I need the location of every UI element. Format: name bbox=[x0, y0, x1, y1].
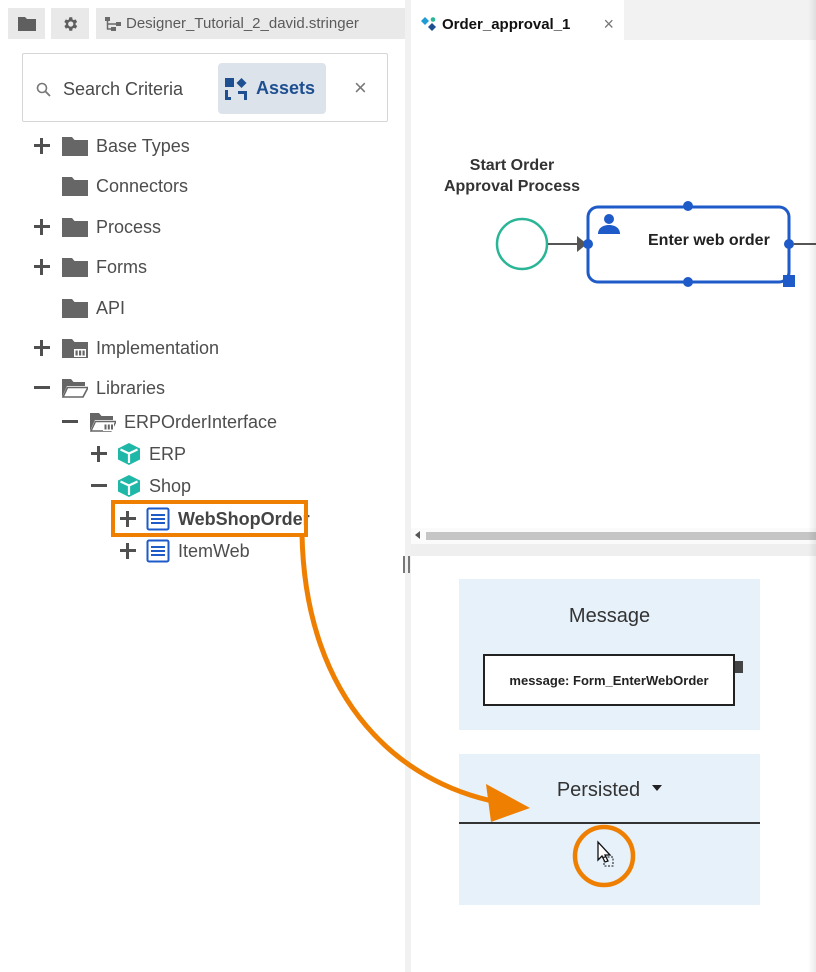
tree-item-label: API bbox=[96, 297, 126, 318]
start-event-label-line1: Start Order bbox=[469, 157, 555, 174]
expand-icon[interactable] bbox=[120, 543, 136, 559]
folder-icon bbox=[62, 217, 88, 237]
close-tab-icon[interactable]: × bbox=[603, 14, 614, 34]
expand-icon[interactable] bbox=[34, 340, 50, 356]
collapse-icon[interactable] bbox=[62, 414, 78, 430]
library-folder-icon bbox=[90, 412, 116, 432]
open-folder-icon bbox=[62, 378, 88, 398]
tree-item-label: Implementation bbox=[96, 337, 220, 358]
search-criteria-link[interactable]: Search Criteria bbox=[63, 79, 184, 99]
start-event-label-line2: Approval Process bbox=[443, 178, 581, 195]
highlight-frame bbox=[111, 500, 308, 537]
message-handle[interactable] bbox=[735, 661, 743, 673]
message-card: Message message: Form_EnterWebOrder bbox=[459, 579, 760, 730]
tree-item[interactable]: Forms bbox=[34, 254, 147, 280]
task-resize-handle[interactable] bbox=[783, 275, 795, 287]
tree-item-label: Shop bbox=[149, 475, 192, 496]
user-task-icon bbox=[598, 214, 620, 234]
tree-item-label: Forms bbox=[96, 256, 147, 277]
tree-item[interactable]: WebShopOrder bbox=[120, 506, 310, 532]
implementation-folder-icon bbox=[62, 338, 88, 358]
assets-button[interactable]: Assets bbox=[218, 63, 326, 114]
folder-icon bbox=[62, 298, 88, 318]
task-handle-top[interactable] bbox=[683, 201, 693, 211]
assets-icon bbox=[225, 77, 247, 100]
task-label: Enter web order bbox=[648, 232, 770, 249]
task-handle-left[interactable] bbox=[583, 239, 593, 249]
tree-item[interactable]: Connectors bbox=[34, 173, 188, 199]
task-handle-right[interactable] bbox=[784, 239, 794, 249]
folder-icon bbox=[62, 257, 88, 277]
task-handle-bottom[interactable] bbox=[683, 277, 693, 287]
tree-item[interactable]: ERPOrderInterface bbox=[62, 409, 277, 435]
tree-item[interactable]: Implementation bbox=[34, 335, 219, 361]
module-cube-icon bbox=[117, 474, 141, 498]
folder-icon bbox=[62, 136, 88, 156]
collapse-icon[interactable] bbox=[34, 380, 50, 396]
scroll-left-arrow[interactable] bbox=[415, 531, 420, 539]
tree-item-label: Base Types bbox=[96, 135, 190, 156]
gear-icon bbox=[64, 16, 78, 31]
expand-icon[interactable] bbox=[120, 511, 136, 527]
process-tree-icon bbox=[105, 16, 121, 31]
expand-icon[interactable] bbox=[34, 219, 50, 235]
module-cube-icon bbox=[117, 442, 141, 466]
panel-divider[interactable] bbox=[405, 0, 411, 972]
diagram-canvas[interactable] bbox=[411, 40, 816, 528]
tab-strip-background bbox=[624, 0, 816, 40]
tree-item-label: ERP bbox=[149, 443, 187, 464]
tree-item[interactable]: ERP bbox=[91, 441, 186, 467]
process-model-icon bbox=[421, 17, 436, 31]
expand-icon[interactable] bbox=[91, 446, 107, 462]
persisted-card: Persisted bbox=[459, 754, 760, 905]
tree-item-label: WebShopOrder bbox=[178, 508, 310, 529]
horizontal-scrollbar[interactable] bbox=[411, 528, 816, 544]
sequence-flow-arrowhead bbox=[577, 236, 587, 252]
data-object-icon bbox=[146, 507, 170, 531]
tree-item[interactable]: Process bbox=[34, 214, 161, 240]
persisted-dropdown[interactable]: Persisted bbox=[459, 779, 760, 802]
collapse-icon[interactable] bbox=[91, 478, 107, 494]
persisted-divider bbox=[459, 822, 760, 824]
tree-item[interactable]: Base Types bbox=[34, 133, 190, 159]
tree-item-label: ItemWeb bbox=[178, 540, 250, 561]
assets-button-label: Assets bbox=[256, 78, 316, 98]
search-icon bbox=[36, 82, 51, 97]
tree-item[interactable]: Shop bbox=[91, 473, 191, 499]
expand-icon[interactable] bbox=[34, 138, 50, 154]
horizontal-splitter[interactable] bbox=[411, 544, 816, 556]
folder-icon bbox=[62, 176, 88, 196]
tab-title: Order_approval_1 bbox=[442, 15, 571, 33]
tree-item-label: Libraries bbox=[96, 377, 166, 398]
tab-order-approval[interactable]: Order_approval_1 × bbox=[411, 8, 624, 40]
caret-down-icon bbox=[652, 784, 663, 791]
tree-item-label: ERPOrderInterface bbox=[124, 411, 278, 432]
tree-item-label: Connectors bbox=[96, 175, 189, 196]
tree-item[interactable]: ItemWeb bbox=[120, 538, 250, 564]
project-tab[interactable]: Designer_Tutorial_2_david.stringer bbox=[96, 8, 405, 39]
splitter-grip[interactable] bbox=[403, 556, 410, 573]
persisted-title: Persisted bbox=[556, 779, 641, 801]
project-tab-label: Designer_Tutorial_2_david.stringer bbox=[126, 15, 359, 32]
tree-item-label: Process bbox=[96, 216, 162, 237]
edge-shadow bbox=[808, 0, 816, 972]
message-value: message: Form_EnterWebOrder bbox=[509, 672, 709, 688]
folder-view-button[interactable] bbox=[8, 8, 45, 39]
tree-item[interactable]: API bbox=[34, 295, 125, 321]
tree-item[interactable]: Libraries bbox=[34, 375, 165, 401]
expand-icon[interactable] bbox=[34, 259, 50, 275]
scrollbar-thumb[interactable] bbox=[426, 532, 816, 540]
start-event-label: Start Order Approval Process bbox=[438, 155, 586, 197]
close-icon[interactable]: × bbox=[354, 75, 367, 100]
start-event-circle[interactable] bbox=[495, 217, 549, 271]
data-object-icon bbox=[146, 539, 170, 563]
message-field[interactable]: message: Form_EnterWebOrder bbox=[483, 654, 743, 706]
settings-button[interactable] bbox=[51, 8, 89, 39]
folder-icon bbox=[17, 17, 36, 31]
search-bar: Search Criteria Assets × bbox=[22, 53, 388, 122]
message-title: Message bbox=[568, 605, 651, 627]
